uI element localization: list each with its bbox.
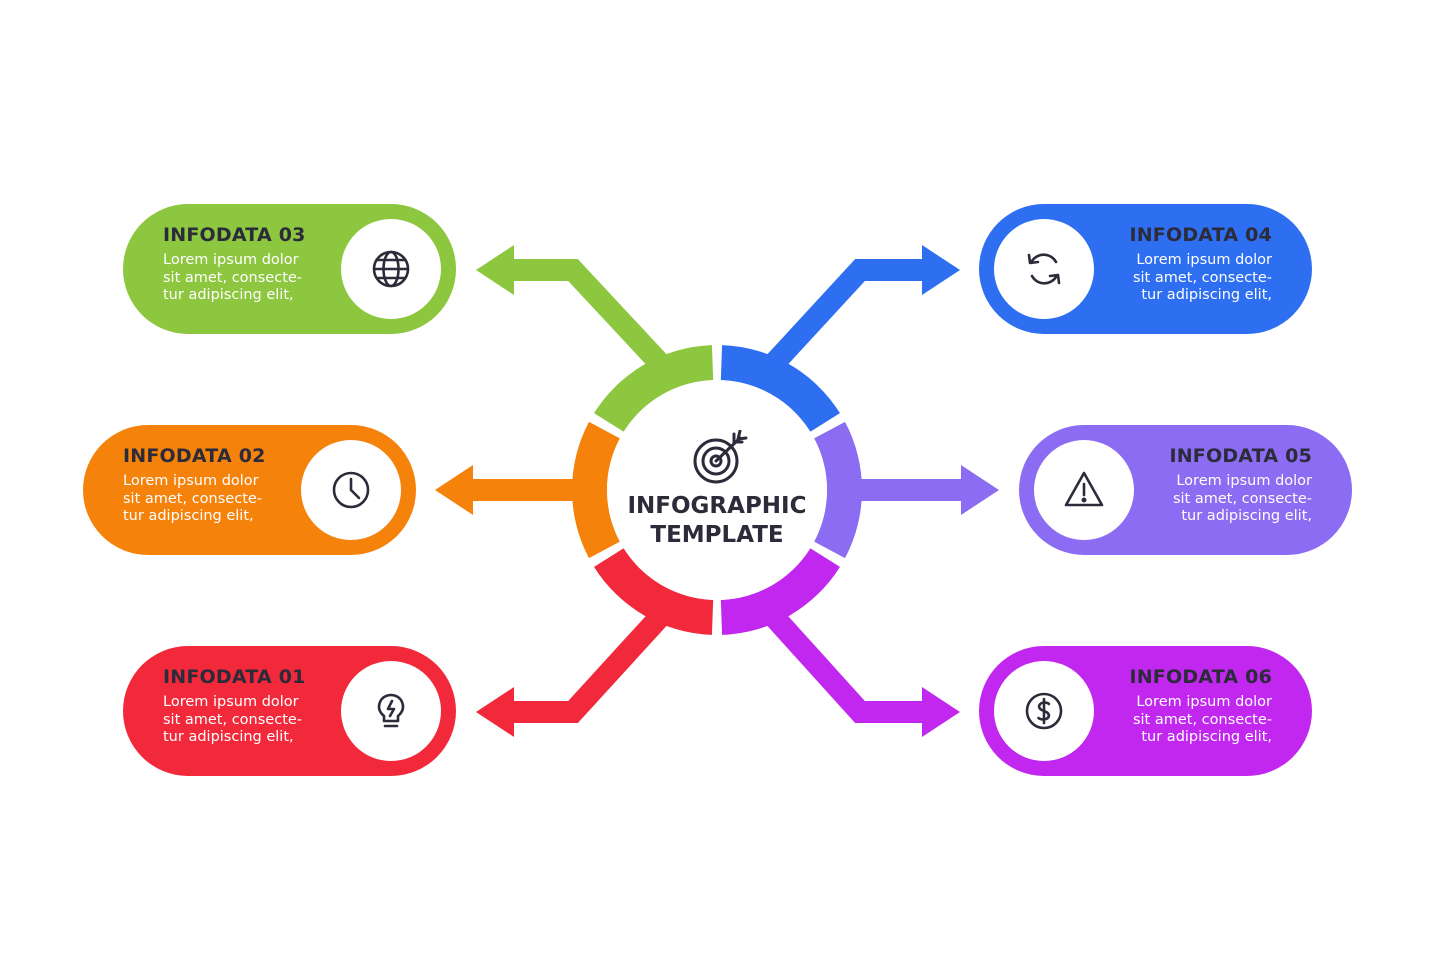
card-text-line: tur adipiscing elit, bbox=[1141, 729, 1272, 745]
card-text-line: tur adipiscing elit, bbox=[163, 287, 294, 303]
card-text-line: Lorem ipsum dolor bbox=[163, 252, 299, 268]
card-description: Lorem ipsum dolor sit amet, consecte- tu… bbox=[1133, 694, 1272, 747]
card-text-line: Lorem ipsum dolor bbox=[1176, 473, 1312, 489]
connector-arrow-06 bbox=[757, 600, 930, 723]
hub-ring bbox=[572, 345, 862, 635]
card-text-line: sit amet, consecte- bbox=[1132, 269, 1272, 286]
ring-segment-06 bbox=[720, 548, 840, 635]
connector-arrow-03 bbox=[510, 259, 677, 380]
card-text-line: sit amet, consecte- bbox=[1172, 490, 1312, 507]
arrow-heads bbox=[435, 245, 999, 737]
ring-segment-02 bbox=[572, 421, 620, 559]
card-text-line: Lorem ipsum dolor bbox=[1136, 252, 1272, 268]
target-icon bbox=[690, 429, 748, 488]
center-title-line1: INFOGRAPHIC bbox=[627, 493, 807, 519]
card-text-line: tur adipiscing elit, bbox=[1141, 287, 1272, 303]
ring-segment-01 bbox=[594, 548, 714, 635]
ring-segment-04 bbox=[720, 345, 840, 432]
refresh-icon bbox=[994, 219, 1094, 319]
card-title: INFODATA 05 bbox=[1169, 445, 1312, 467]
infodata-card-06: INFODATA 06 Lorem ipsum dolor sit amet, … bbox=[979, 646, 1312, 776]
arrowhead-03 bbox=[476, 245, 514, 295]
connector-arrow-01 bbox=[510, 600, 677, 723]
center-title: INFOGRAPHIC TEMPLATE bbox=[617, 492, 817, 550]
ring-segment-05 bbox=[814, 421, 862, 559]
infodata-card-03: INFODATA 03 Lorem ipsum dolor sit amet, … bbox=[123, 204, 456, 334]
card-description: Lorem ipsum dolor sit amet, consecte- tu… bbox=[1133, 252, 1272, 305]
arrowhead-02 bbox=[435, 465, 473, 515]
dollar-coin-icon bbox=[994, 661, 1094, 761]
card-description: Lorem ipsum dolor sit amet, consecte- tu… bbox=[123, 473, 262, 526]
warning-icon bbox=[1034, 440, 1134, 540]
card-title: INFODATA 02 bbox=[123, 445, 266, 467]
clock-icon bbox=[301, 440, 401, 540]
card-text-line: Lorem ipsum dolor bbox=[123, 473, 259, 489]
card-title: INFODATA 01 bbox=[163, 666, 306, 688]
hub-center-disc bbox=[607, 380, 827, 600]
lightbulb-icon bbox=[341, 661, 441, 761]
arrowhead-06 bbox=[922, 687, 960, 737]
globe-icon bbox=[341, 219, 441, 319]
card-text-line: sit amet, consecte- bbox=[1132, 711, 1272, 728]
infodata-card-04: INFODATA 04 Lorem ipsum dolor sit amet, … bbox=[979, 204, 1312, 334]
card-text-line: Lorem ipsum dolor bbox=[1136, 694, 1272, 710]
card-title: INFODATA 03 bbox=[163, 224, 306, 246]
infodata-card-01: INFODATA 01 Lorem ipsum dolor sit amet, … bbox=[123, 646, 456, 776]
connector-arrow-04 bbox=[757, 259, 930, 380]
arrowhead-01 bbox=[476, 687, 514, 737]
card-description: Lorem ipsum dolor sit amet, consecte- tu… bbox=[163, 252, 302, 305]
card-title: INFODATA 04 bbox=[1129, 224, 1272, 246]
infodata-card-02: INFODATA 02 Lorem ipsum dolor sit amet, … bbox=[83, 425, 416, 555]
card-text-line: sit amet, consecte- bbox=[123, 490, 263, 507]
arrowhead-04 bbox=[922, 245, 960, 295]
card-text-line: sit amet, consecte- bbox=[163, 269, 303, 286]
card-title: INFODATA 06 bbox=[1129, 666, 1272, 688]
center-title-line2: TEMPLATE bbox=[650, 522, 784, 548]
card-description: Lorem ipsum dolor sit amet, consecte- tu… bbox=[163, 694, 302, 747]
card-text-line: tur adipiscing elit, bbox=[163, 729, 294, 745]
ring-segment-03 bbox=[594, 345, 714, 432]
arrowhead-05 bbox=[961, 465, 999, 515]
card-description: Lorem ipsum dolor sit amet, consecte- tu… bbox=[1173, 473, 1312, 526]
infodata-card-05: INFODATA 05 Lorem ipsum dolor sit amet, … bbox=[1019, 425, 1352, 555]
card-text-line: tur adipiscing elit, bbox=[123, 508, 254, 524]
card-text-line: tur adipiscing elit, bbox=[1181, 508, 1312, 524]
card-text-line: sit amet, consecte- bbox=[163, 711, 303, 728]
card-text-line: Lorem ipsum dolor bbox=[163, 694, 299, 710]
